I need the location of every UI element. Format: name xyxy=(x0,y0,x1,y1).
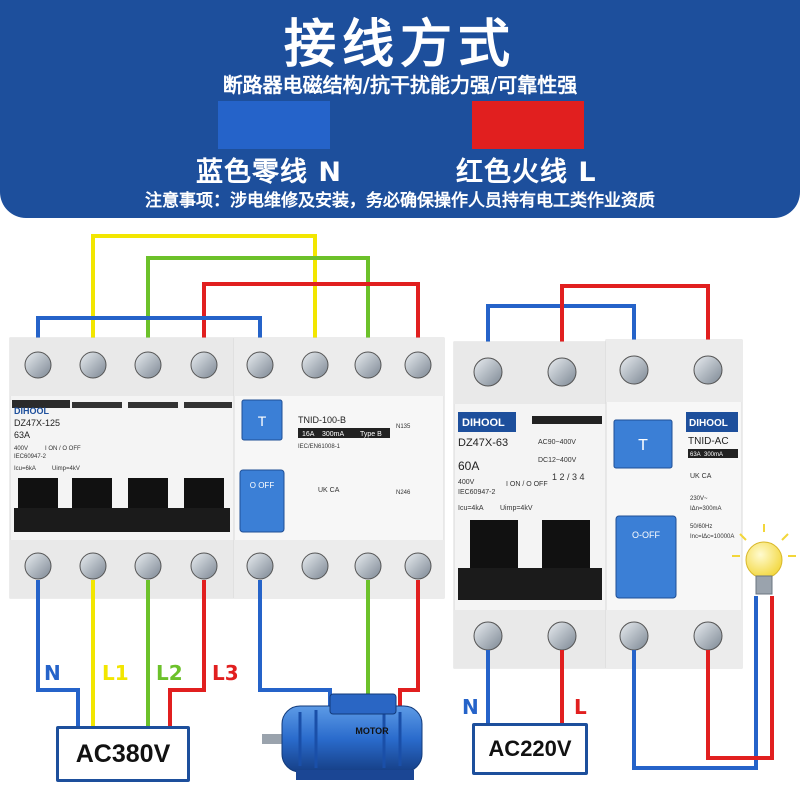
rcd-2p-sensitivity: 300mA xyxy=(704,452,723,458)
rcd-4p: T TNID-100-B 16A 300mA Type B IEC/EN6100… xyxy=(233,337,445,599)
breaker-2p-icu: Icu=4kA xyxy=(458,505,484,512)
breaker-2p-on-off: I ON / O OFF xyxy=(506,481,548,488)
breaker-4p-icu: Icu=6kA xyxy=(14,466,36,472)
safety-notice: 注意事项：涉电维修及安装，务必确保操作人员持有电工类作业资质 xyxy=(145,191,655,211)
label-l-220: L xyxy=(574,695,587,719)
breaker-2p-uimp: Uimp=4kV xyxy=(500,505,533,512)
breaker-4p: DIHOOL DZ47X-125 63A 400V IEC60947-2 Icu… xyxy=(9,337,235,599)
breaker-2p-spec-1: 400V xyxy=(458,479,475,486)
breaker-2p-top-screw-1 xyxy=(473,357,503,387)
breaker-2p-dc: DC12~400V xyxy=(538,457,577,464)
breaker-4p-rating: 63A xyxy=(14,430,30,440)
wire-motor-red xyxy=(398,580,420,712)
rcd-4p-test-button[interactable] xyxy=(241,399,283,441)
header-banner: 接线方式 断路器电磁结构/抗干扰能力强/可靠性强 蓝色零线 N 红色火线 L 注… xyxy=(0,0,800,218)
rcd-2p-ukca: UK CA xyxy=(690,473,712,480)
wire-l2-top xyxy=(146,256,370,356)
live-color-swatch xyxy=(472,101,584,149)
wire-l-lamp xyxy=(706,596,774,760)
neutral-color-swatch xyxy=(218,101,330,149)
rcd-4p-ukca: UK CA xyxy=(318,487,340,494)
label-n-380: N xyxy=(44,661,61,685)
rcd-2p-bottom-screw-1 xyxy=(619,621,649,651)
page-title: 接线方式 xyxy=(283,15,516,75)
rcd-4p-sensitivity: 300mA xyxy=(322,431,345,438)
wire-l-top-220 xyxy=(560,284,710,360)
wires-top-380 xyxy=(36,234,420,356)
rcd-4p-current: 16A xyxy=(302,431,315,438)
rcd-2p-top-screw-2 xyxy=(693,355,723,385)
rcd-4p-bottom-screws xyxy=(246,552,432,580)
wires-bottom-220 xyxy=(486,596,774,770)
lightbulb-icon xyxy=(732,524,796,595)
wire-n-bottom xyxy=(36,580,80,728)
breaker-2p-brand: DIHOOL xyxy=(462,417,505,429)
motor-label: MOTOR xyxy=(355,726,389,736)
rcd-4p-standard: IEC/EN61008-1 xyxy=(298,444,341,450)
page-subtitle: 断路器电磁结构/抗干扰能力强/可靠性强 xyxy=(222,73,578,97)
rcd-4p-model: TNID-100-B xyxy=(298,415,346,425)
label-l3: L3 xyxy=(212,661,239,685)
rcd-4p-type: Type B xyxy=(360,431,382,438)
breaker-4p-bottom-screws xyxy=(24,552,218,580)
rcd-4p-top-screws xyxy=(246,351,432,379)
label-l2: L2 xyxy=(156,661,183,685)
breaker-4p-uimp: Uimp=4kV xyxy=(52,466,80,472)
breaker-2p-bottom-screw-1 xyxy=(473,621,503,651)
rcd-2p: T DIHOOL TNID-AC 63A 300mA UK CA 230V~ I… xyxy=(605,339,743,669)
wire-l3-bottom xyxy=(168,580,206,728)
breaker-4p-spec-2: IEC60947-2 xyxy=(14,454,47,460)
rcd-2p-spec-1: 230V~ xyxy=(690,496,708,502)
ac220v-source: AC220V xyxy=(472,723,588,775)
breaker-4p-brand: DIHOOL xyxy=(14,406,50,416)
breaker-4p-top-screws xyxy=(24,351,218,379)
breaker-4p-on-off: I ON / O OFF xyxy=(45,446,81,452)
rcd-4p-terms-top: N135 xyxy=(396,424,411,430)
breaker-4p-toggles[interactable] xyxy=(14,478,230,532)
motor-icon: MOTOR xyxy=(262,693,423,780)
ac380v-source: AC380V xyxy=(56,726,190,782)
breaker-4p-spec-1: 400V xyxy=(14,446,28,452)
legend-live-label: 红色火线 L xyxy=(456,157,597,188)
label-n-220: N xyxy=(462,695,479,719)
breaker-2p-ac: AC90~400V xyxy=(538,439,576,446)
rcd-2p-spec-3: 50/60Hz xyxy=(690,524,712,530)
rcd-2p-spec-2: IΔn=300mA xyxy=(690,506,722,512)
label-l1: L1 xyxy=(102,661,129,685)
wires-top-220 xyxy=(486,284,710,360)
rcd-2p-test-label: T xyxy=(638,437,648,454)
breaker-2p-toggles[interactable] xyxy=(458,520,602,600)
rcd-4p-off-label: O OFF xyxy=(250,481,275,490)
wire-n-top xyxy=(36,316,262,356)
wire-motor-blue xyxy=(258,580,332,712)
rcd-2p-test-button[interactable] xyxy=(613,419,673,469)
breaker-2p-poles: 1 2 / 3 4 xyxy=(552,472,585,482)
breaker-2p-rating: 60A xyxy=(458,459,479,473)
legend-neutral-label: 蓝色零线 N xyxy=(196,157,342,188)
rcd-4p-terms-bottom: N246 xyxy=(396,490,411,496)
rcd-4p-test-label: T xyxy=(258,413,267,429)
breaker-2p-model: DZ47X-63 xyxy=(458,437,508,449)
breaker-4p-model: DZ47X-125 xyxy=(14,418,60,428)
breaker-2p-bottom-screw-2 xyxy=(547,621,577,651)
rcd-2p-off-label: O-OFF xyxy=(632,530,660,540)
breaker-2p: DIHOOL DZ47X-63 AC90~400V DC12~400V 60A … xyxy=(453,341,607,669)
rcd-2p-bottom-screw-2 xyxy=(693,621,723,651)
wire-l1-top xyxy=(91,234,317,356)
rcd-2p-spec-4: Inc=IΔc=10000A xyxy=(690,534,734,540)
breaker-2p-top-screw-2 xyxy=(547,357,577,387)
breaker-2p-spec-2: IEC60947-2 xyxy=(458,489,495,496)
rcd-2p-off-lever[interactable] xyxy=(615,515,677,599)
rcd-2p-rating: 63A xyxy=(690,452,701,458)
rcd-2p-top-screw-1 xyxy=(619,355,649,385)
rcd-2p-model: TNID-AC xyxy=(688,436,729,447)
wires-bottom-380 xyxy=(36,580,420,728)
rcd-4p-off-lever[interactable] xyxy=(239,469,285,533)
rcd-2p-brand: DIHOOL xyxy=(689,418,728,429)
wire-n-lamp xyxy=(632,596,758,770)
